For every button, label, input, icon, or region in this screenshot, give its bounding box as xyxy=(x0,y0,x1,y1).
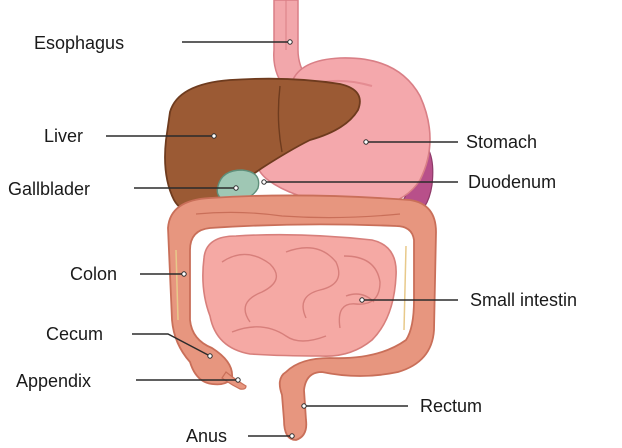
esophagus-label: Esophagus xyxy=(34,33,124,53)
gallbladder-label: Gallblader xyxy=(8,179,90,199)
rectum-label: Rectum xyxy=(420,396,482,416)
cecum-label: Cecum xyxy=(46,324,103,344)
appendix-label: Appendix xyxy=(16,371,91,391)
anus-label: Anus xyxy=(186,426,227,446)
small-intestine-label: Small intestin xyxy=(470,290,577,310)
duodenum-label: Duodenum xyxy=(468,172,556,192)
liver-label: Liver xyxy=(44,126,83,146)
colon-label: Colon xyxy=(70,264,117,284)
stomach-label: Stomach xyxy=(466,132,537,152)
small-intestine-organ xyxy=(203,235,396,357)
